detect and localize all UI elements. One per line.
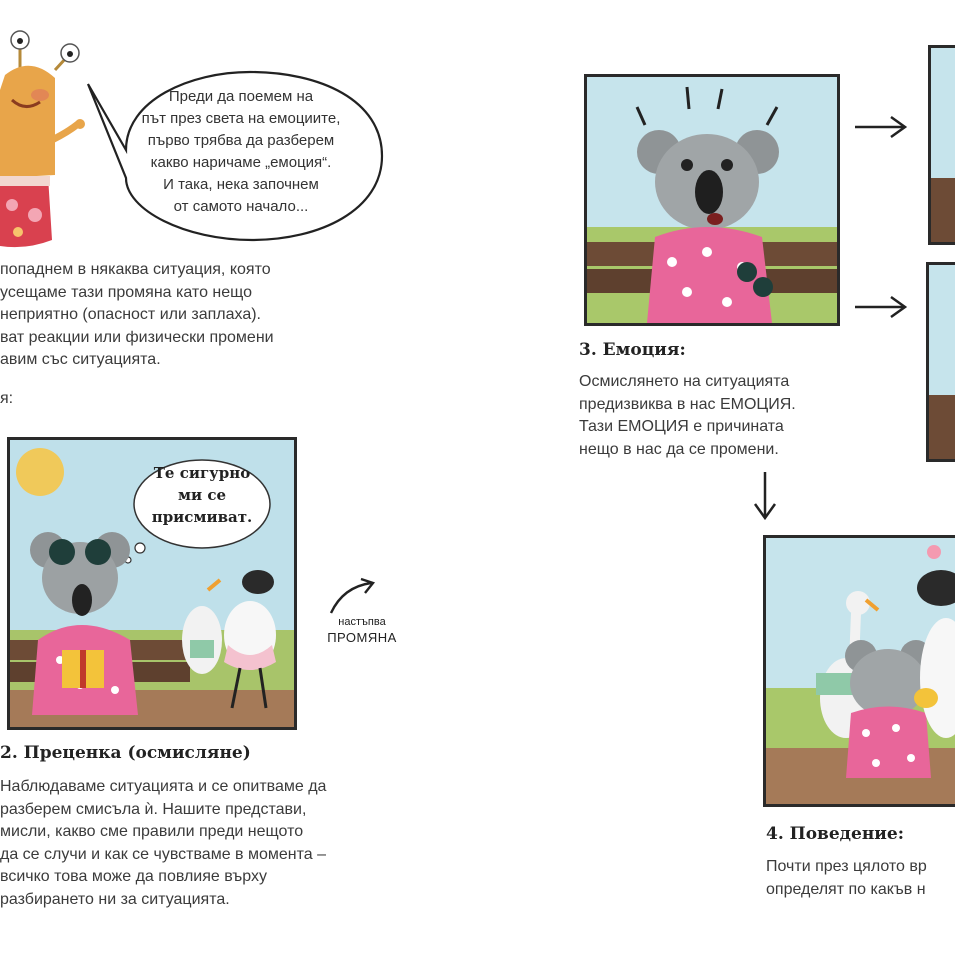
curved-arrow-icon bbox=[325, 575, 380, 617]
change-note: настъпва ПРОМЯНА bbox=[327, 616, 397, 645]
intro-fragment: я: bbox=[0, 390, 14, 407]
section-4-heading: 4. Поведение: bbox=[766, 824, 904, 844]
arrow-down-icon bbox=[751, 470, 779, 522]
section-2-heading: 2. Преценка (осмисляне) bbox=[0, 743, 251, 763]
appraisal-panel bbox=[7, 437, 297, 730]
behavior-panel bbox=[763, 535, 955, 807]
intro-paragraph: попаднем в някаква ситуация, която усеща… bbox=[0, 261, 274, 368]
arrow-right-icon bbox=[853, 294, 909, 320]
caterpillar-illustration bbox=[0, 0, 95, 250]
arrow-right-icon bbox=[853, 114, 909, 140]
edge-panel-top bbox=[928, 45, 955, 245]
thought-bubble-text: Те сигурно ми се присмиват. bbox=[151, 464, 253, 526]
emotion-panel bbox=[584, 74, 840, 326]
speech-bubble-text: Преди да поемем на път през света на емо… bbox=[141, 88, 341, 215]
section-3-paragraph: Осмислянето на ситуацията предизвиква в … bbox=[579, 373, 796, 458]
speech-bubble bbox=[80, 60, 390, 245]
section-3-heading: 3. Емоция: bbox=[579, 340, 686, 360]
section-2-paragraph: Наблюдаваме ситуацията и се опитваме да … bbox=[0, 778, 327, 908]
section-4-paragraph: Почти през цялото вр определят по какъв … bbox=[766, 858, 927, 898]
edge-panel-middle bbox=[926, 262, 955, 462]
